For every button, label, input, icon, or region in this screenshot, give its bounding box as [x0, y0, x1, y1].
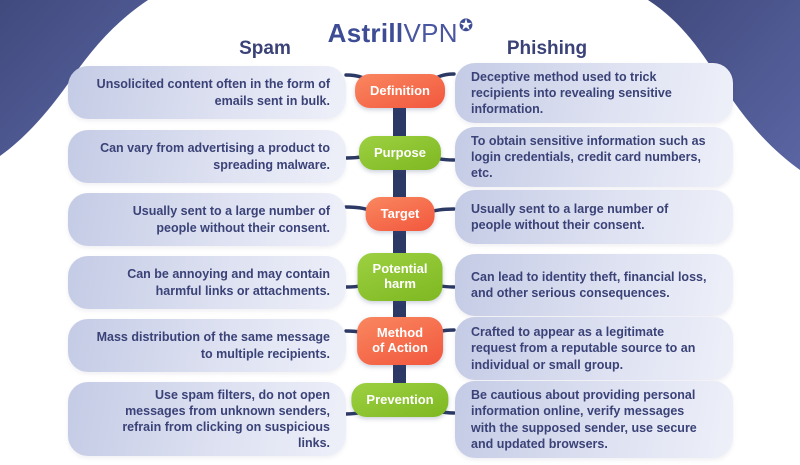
spam-method-of-action-text: Mass distribution of the same message to… [96, 330, 330, 361]
phishing-prevention-card: Be cautious about providing personal inf… [455, 381, 733, 458]
brand-name-light: VPN [403, 18, 458, 48]
brand-logo: AstrillVPN✪ [327, 16, 474, 49]
phishing-target-text: Usually sent to a large number of people… [471, 201, 669, 232]
category-pill-purpose: Purpose [358, 136, 442, 170]
phishing-method-of-action-card: Crafted to appear as a legitimate reques… [455, 317, 733, 380]
phishing-target-card: Usually sent to a large number of people… [455, 190, 733, 244]
spam-potential-harm-text: Can be annoying and may contain harmful … [127, 267, 330, 298]
brand-star-icon: ✪ [458, 16, 474, 35]
spam-prevention-card: Use spam filters, do not open messages f… [68, 382, 346, 456]
spam-definition-card: Unsolicited content often in the form of… [68, 66, 346, 119]
column-header-spam: Spam [239, 38, 291, 59]
spam-prevention-text: Use spam filters, do not open messages f… [122, 387, 330, 451]
phishing-definition-card: Deceptive method used to trick recipient… [455, 63, 733, 123]
phishing-definition-text: Deceptive method used to trick recipient… [471, 69, 672, 117]
category-pill-definition: Definition [355, 74, 445, 108]
category-pill-prevention: Prevention [351, 383, 449, 417]
spam-method-of-action-card: Mass distribution of the same message to… [68, 319, 346, 372]
phishing-prevention-text: Be cautious about providing personal inf… [471, 388, 697, 451]
category-pill-potential-harm: Potential harm [357, 253, 443, 301]
spam-target-card: Usually sent to a large number of people… [68, 193, 346, 246]
phishing-purpose-text: To obtain sensitive information such as … [471, 133, 706, 181]
spam-definition-text: Unsolicited content often in the form of… [96, 77, 330, 108]
spam-purpose-card: Can vary from advertising a product to s… [68, 130, 346, 183]
category-pill-method-of-action: Method of Action [357, 317, 443, 365]
phishing-potential-harm-text: Can lead to identity theft, financial lo… [471, 269, 707, 300]
phishing-method-of-action-text: Crafted to appear as a legitimate reques… [471, 325, 696, 372]
spam-potential-harm-card: Can be annoying and may contain harmful … [68, 256, 346, 309]
phishing-potential-harm-card: Can lead to identity theft, financial lo… [455, 254, 733, 316]
column-header-phishing: Phishing [506, 38, 588, 59]
spam-purpose-text: Can vary from advertising a product to s… [100, 141, 330, 172]
category-pill-target: Target [365, 197, 435, 231]
brand-name-bold: Astrill [327, 18, 404, 48]
phishing-purpose-card: To obtain sensitive information such as … [455, 127, 733, 187]
spam-target-text: Usually sent to a large number of people… [132, 204, 330, 235]
